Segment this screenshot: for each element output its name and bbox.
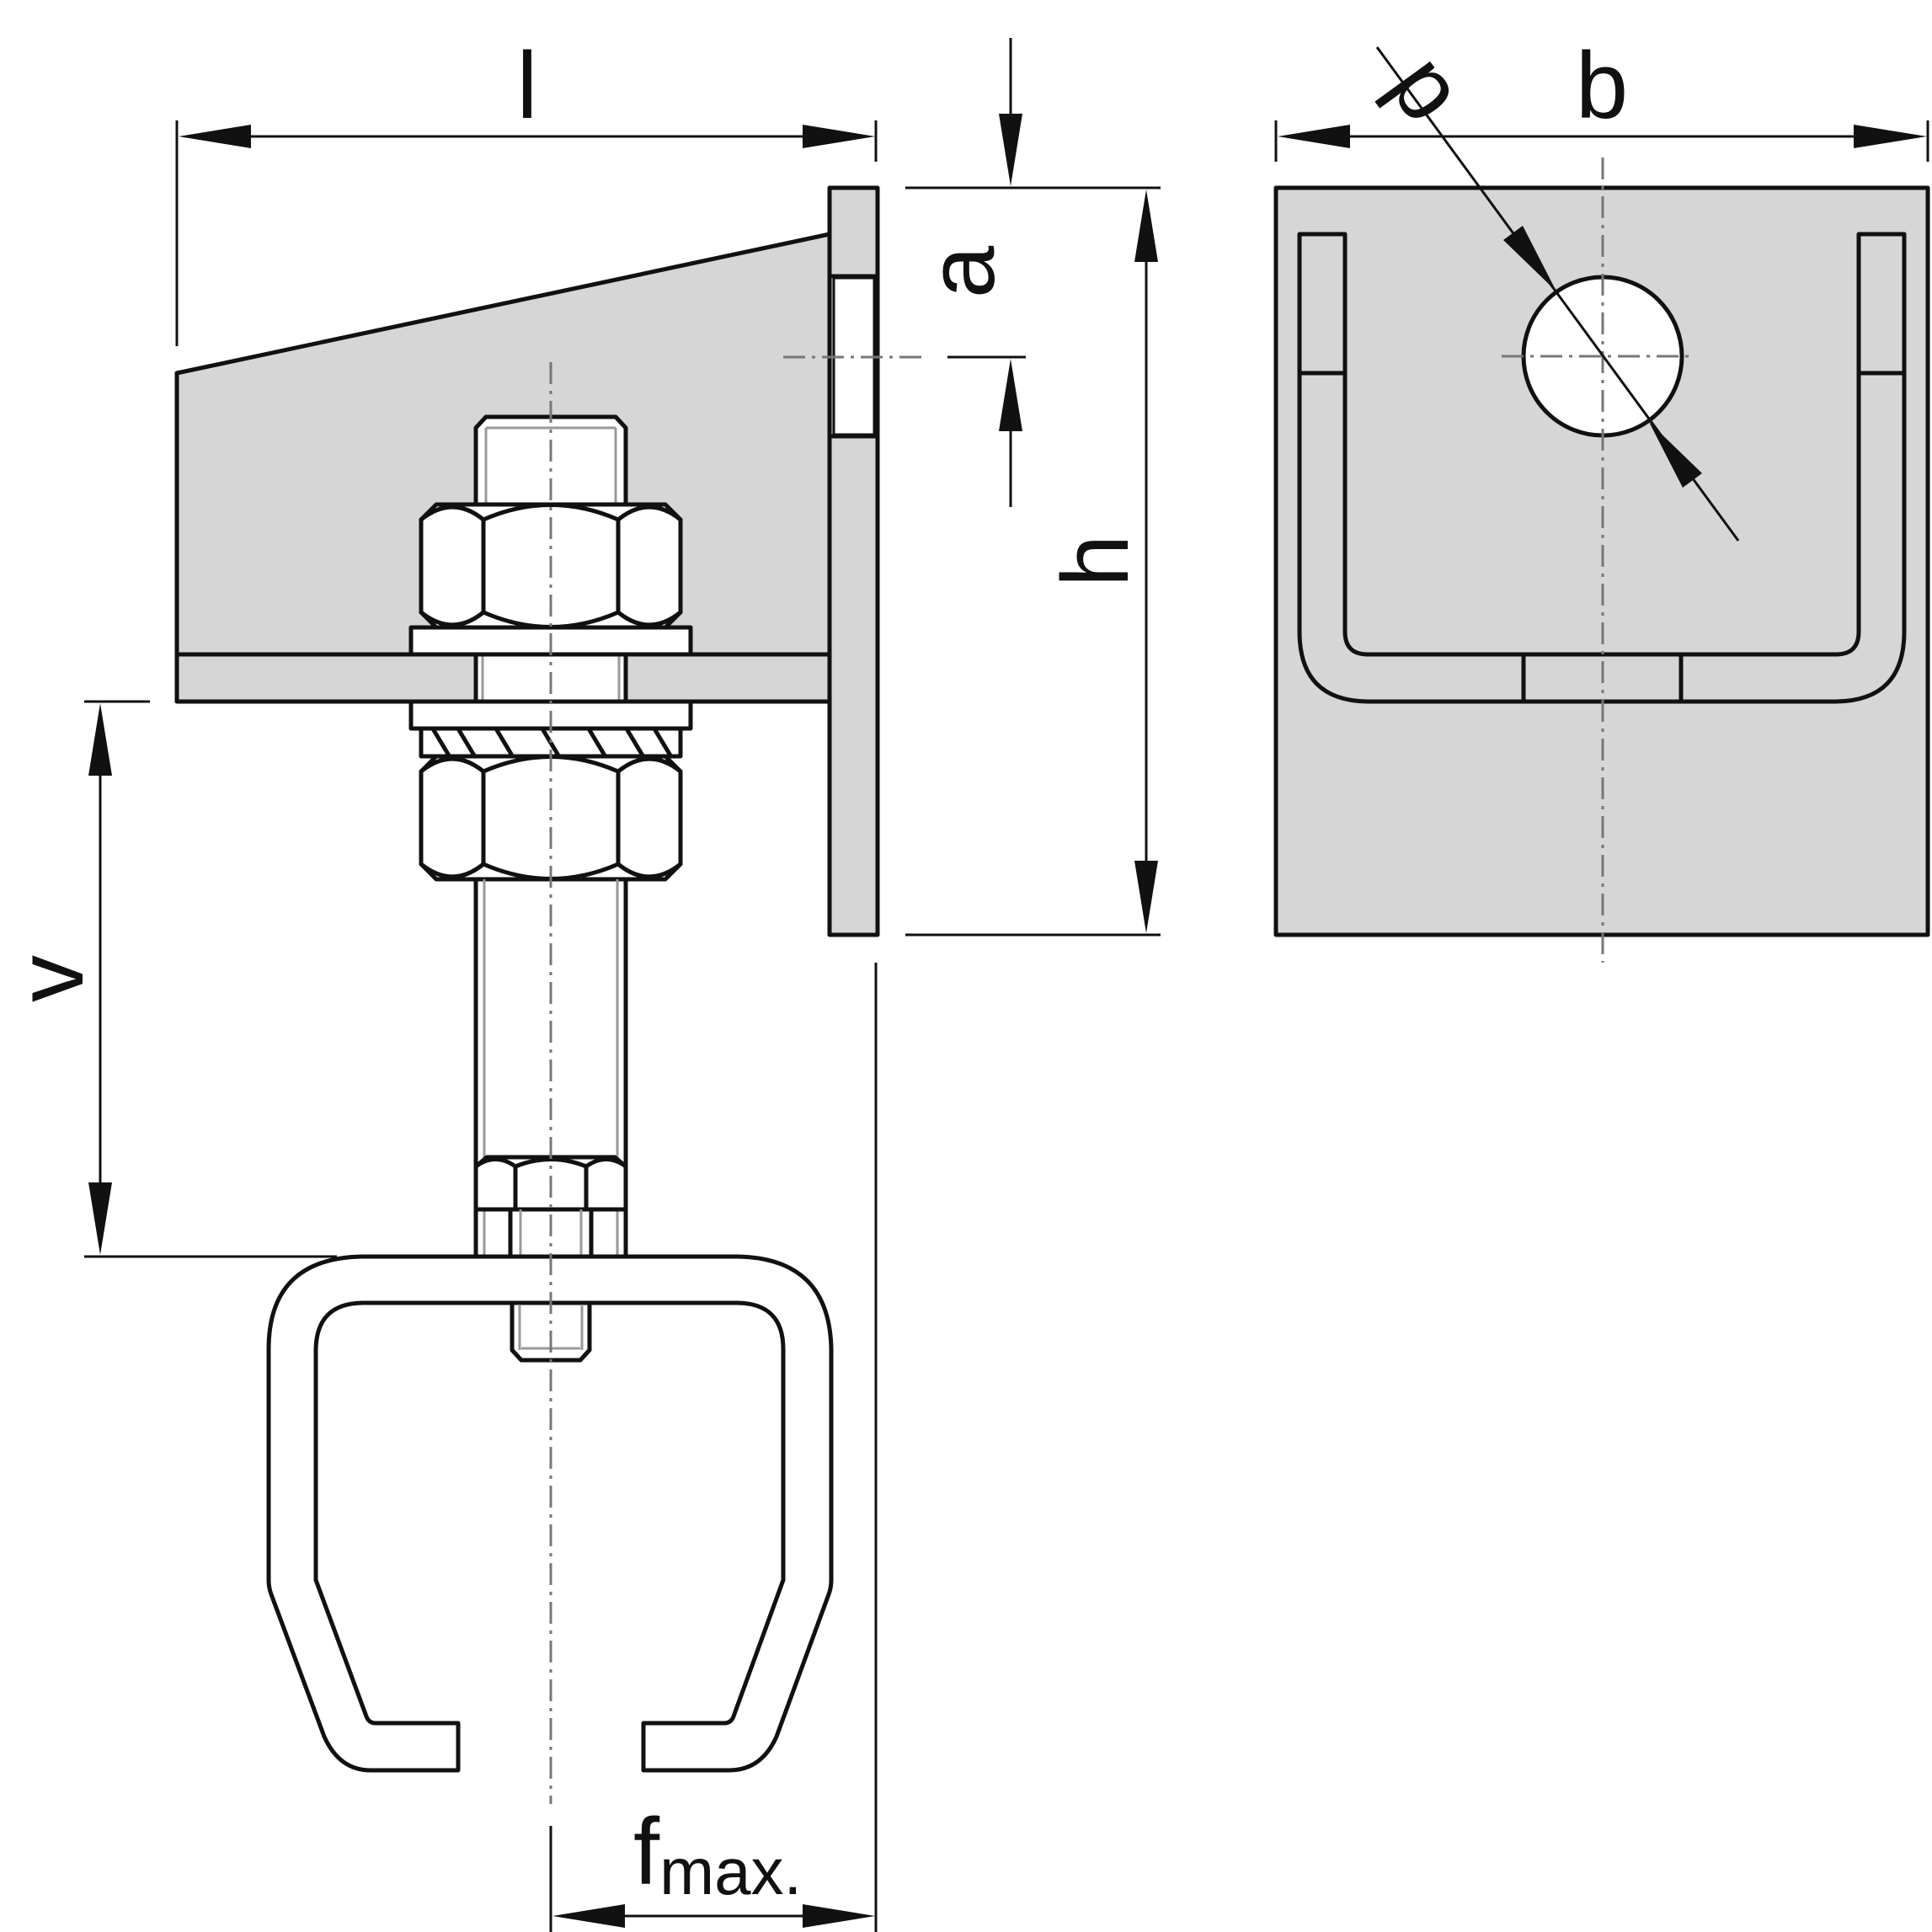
label-v: v bbox=[0, 955, 103, 1002]
dimension-a: a bbox=[905, 38, 1026, 507]
label-b: b bbox=[1576, 33, 1628, 138]
dimension-v: v bbox=[0, 700, 337, 1258]
label-a: a bbox=[909, 245, 1014, 298]
front-view: b d bbox=[1273, 33, 1930, 963]
label-f-sub: max. bbox=[659, 1834, 802, 1908]
c-profile-runner bbox=[266, 1254, 834, 1773]
side-view: l a h v bbox=[0, 33, 1161, 1932]
dimension-fmax: fmax. bbox=[549, 963, 878, 1932]
label-l: l bbox=[517, 33, 538, 138]
dimension-h: h bbox=[905, 186, 1161, 937]
dimension-b: b bbox=[1274, 33, 1929, 162]
label-f: f bbox=[633, 1799, 660, 1904]
label-d: d bbox=[1358, 45, 1474, 149]
label-fmax: fmax. bbox=[633, 1799, 802, 1908]
u-slot bbox=[1297, 232, 1907, 704]
dimension-l: l bbox=[175, 33, 878, 346]
label-h: h bbox=[1043, 535, 1148, 587]
